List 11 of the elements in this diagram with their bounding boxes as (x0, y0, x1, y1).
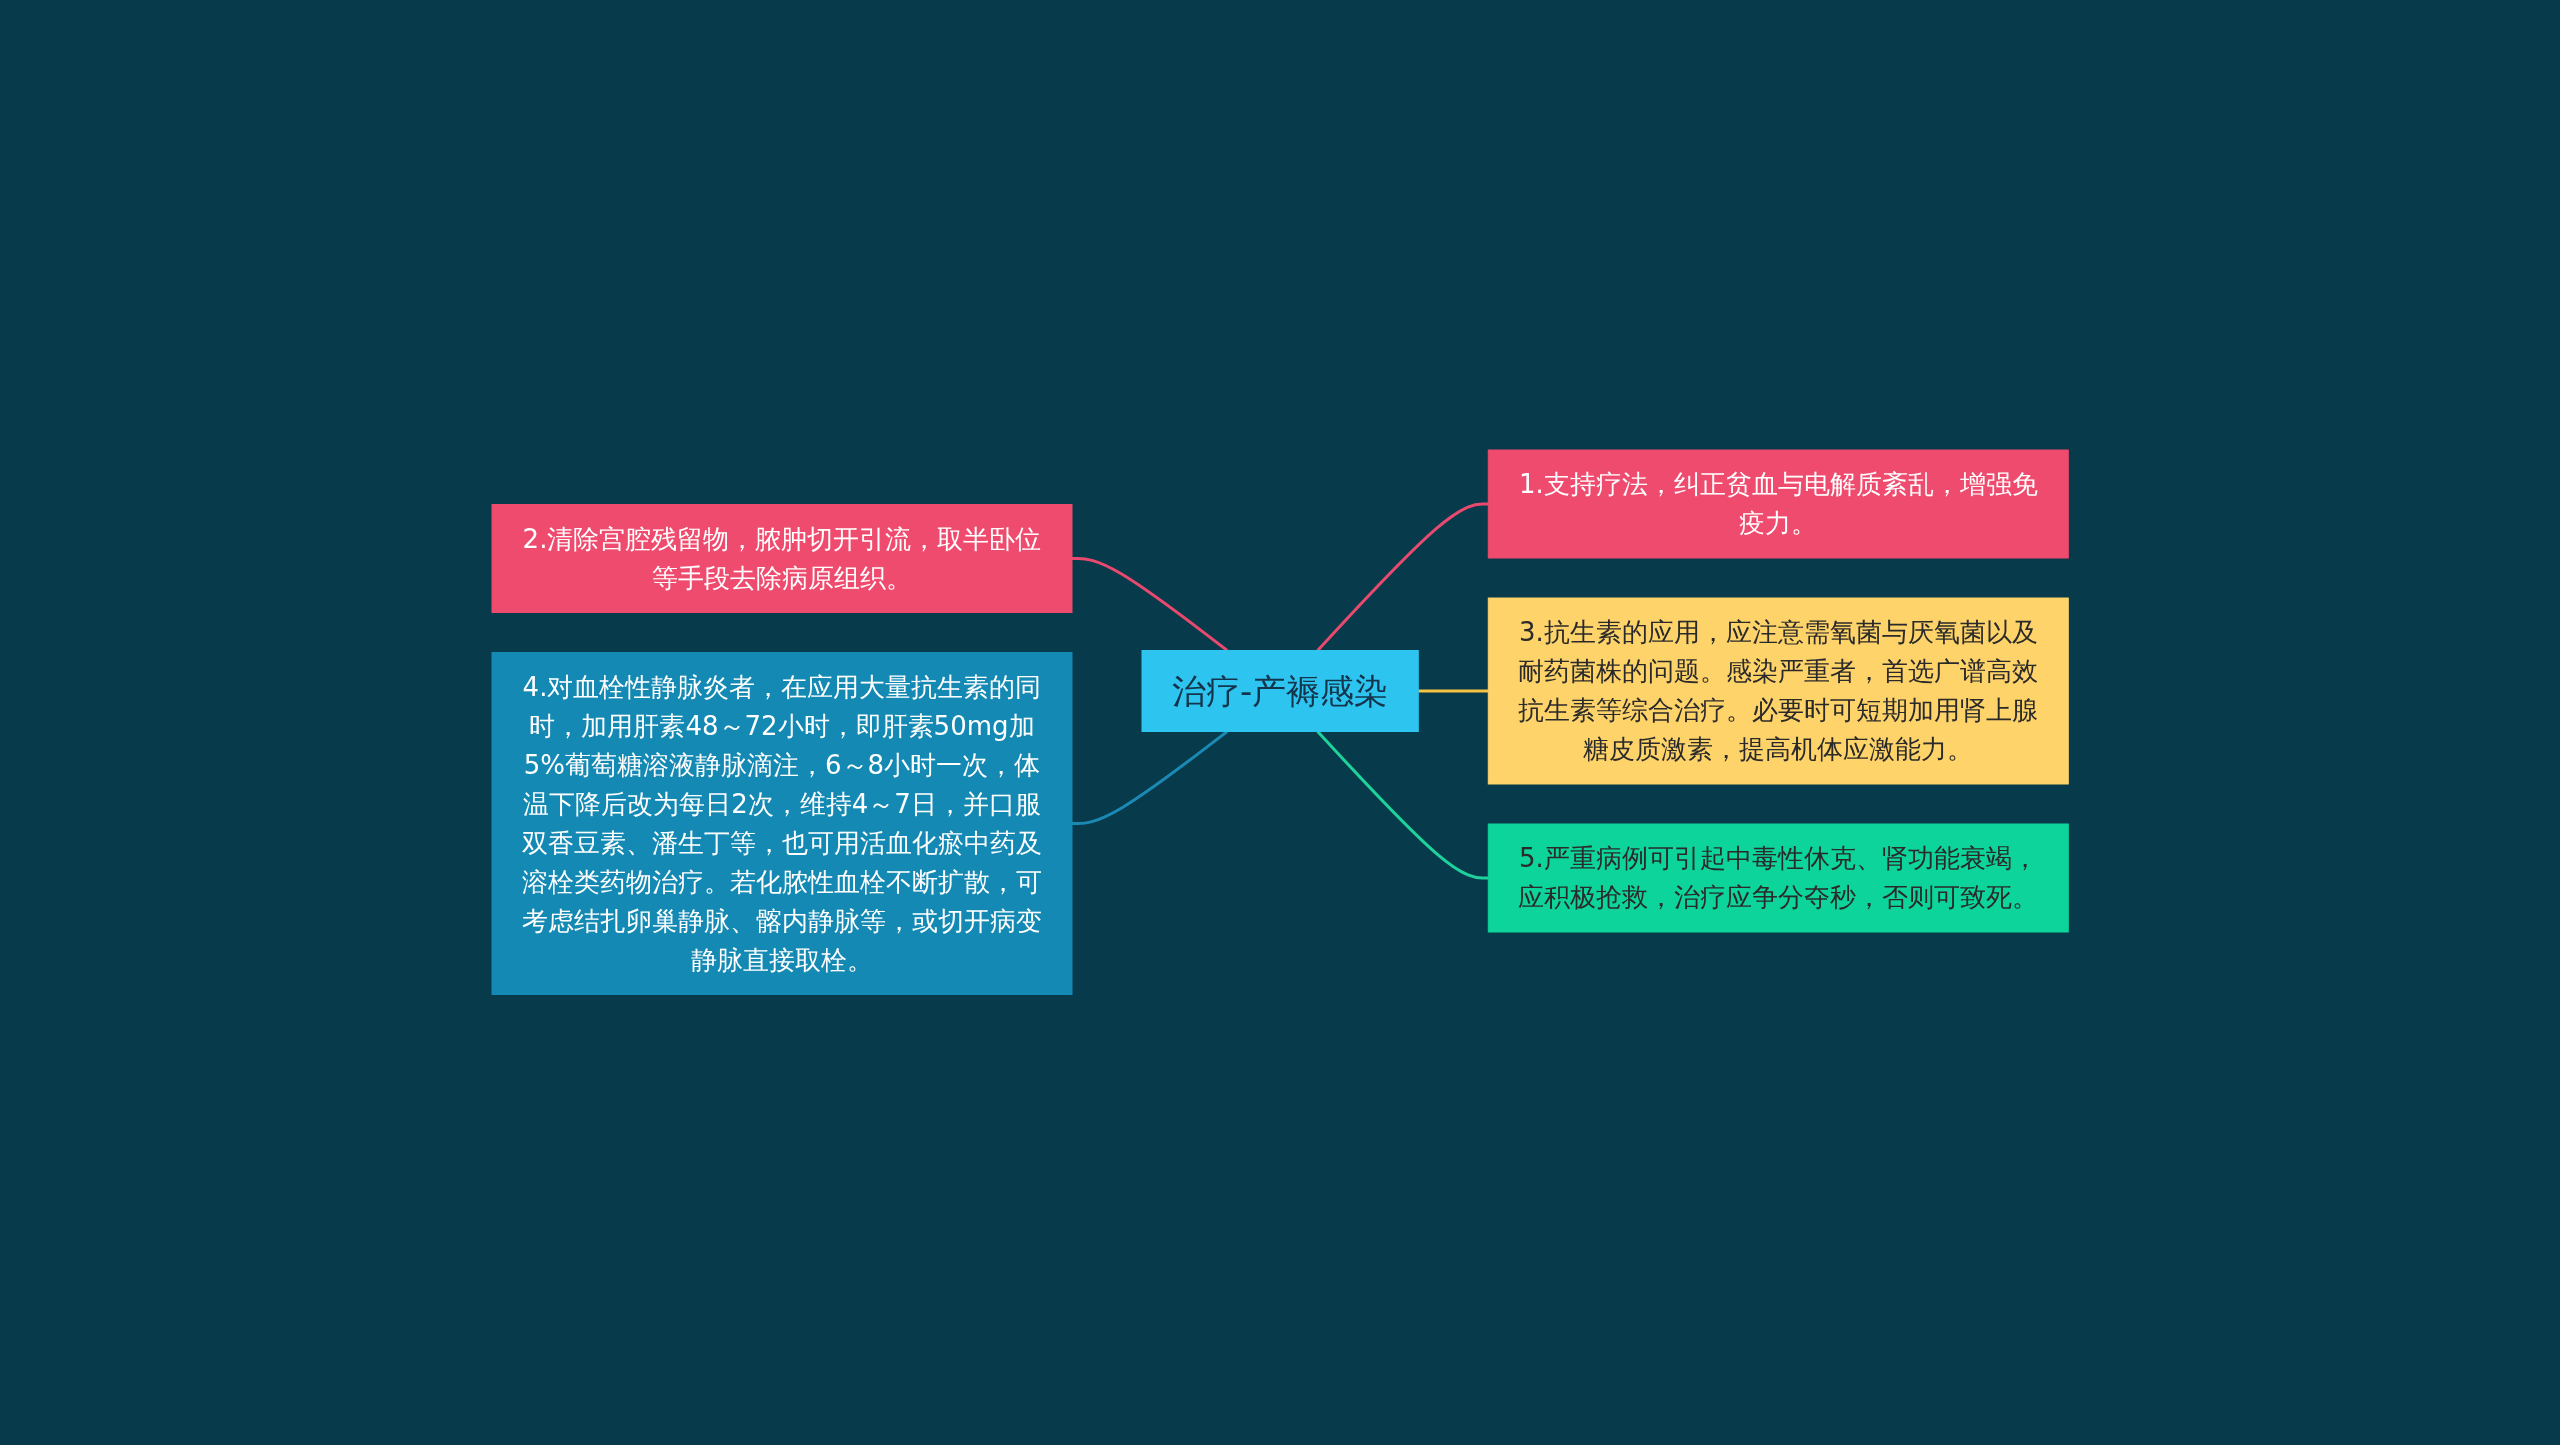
connector (1071, 557, 1228, 652)
connector (1418, 689, 1489, 693)
node-box: 治疗-产褥感染 (1141, 650, 1419, 733)
connector (1316, 502, 1489, 652)
node-box: 2.清除宫腔残留物，脓肿切开引流，取半卧位等手段去除病原组织。 (491, 504, 1073, 614)
connector (1316, 730, 1489, 880)
node-box: 1.支持疗法，纠正贫血与电解质紊乱，增强免疫力。 (1487, 449, 2069, 559)
node-box: 3.抗生素的应用，应注意需氧菌与厌氧菌以及耐药菌株的问题。感染严重者，首选广谱高效抗生素等综合治疗。必要时可短期加用肾上腺糖皮质激素，提高机体应激能力。 (1487, 597, 2069, 785)
node-box: 4.对血栓性静脉炎者，在应用大量抗生素的同时，加用肝素48～72小时，即肝素50mg加5%葡萄糖溶液静脉滴注，6～8小时一次，体温下降后改为每日2次，维持4～7日，并口服双香豆素、潘生丁等，也可用活血化瘀中药及溶栓类药物治疗。若化脓性血栓不断扩散，可考虑结扎卵巢静脉、髂内静脉等，或切开病变静脉直接取栓。 (491, 652, 1073, 996)
connector (1071, 730, 1228, 826)
node-box: 5.严重病例可引起中毒性休克、肾功能衰竭，应积极抢救，治疗应争分夺秒，否则可致死。 (1487, 823, 2069, 933)
